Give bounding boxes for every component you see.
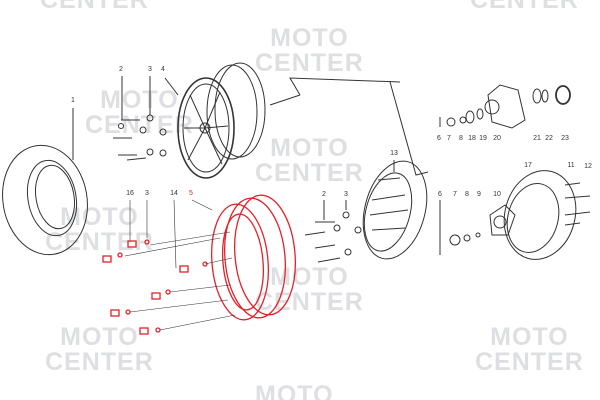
part-label: 2 [119,66,123,73]
part-label: 23 [561,135,569,142]
part-label: 12 [584,163,592,170]
part-label: 22 [545,135,553,142]
part-label: 2 [322,191,326,198]
hub [439,84,571,129]
part-label: 17 [524,162,532,169]
part-label: 14 [170,190,178,197]
rim-fasteners [102,239,208,335]
watermark: MOTO [255,381,334,400]
watermark: CENTER [40,0,149,14]
part-label: 10 [493,191,501,198]
brake-plate [439,170,591,260]
part-label: 9 [477,191,481,198]
wheel-rim [177,62,266,179]
bolts-upper [113,114,167,161]
part-label: 19 [479,135,487,142]
part-label: 18 [468,135,476,142]
part-label: 6 [437,135,441,142]
part-label: 7 [447,135,451,142]
part-label: 6 [438,191,442,198]
part-label: 7 [453,191,457,198]
part-label: 4 [161,66,165,73]
part-label: 13 [390,150,398,157]
part-label: 3 [344,191,348,198]
part-label: 20 [493,135,501,142]
part-label: 3 [148,66,152,73]
watermark: CENTER [470,0,579,14]
part-label: 1 [71,97,75,104]
part-label: 16 [126,190,134,197]
brake-drum [362,160,428,260]
part-label: 8 [465,191,469,198]
part-label: 3 [145,190,149,197]
part-label: 8 [459,135,463,142]
highlighted-rim [102,194,296,335]
tire [2,144,88,256]
bolts-middle [304,211,362,263]
part-label: 11 [567,162,575,169]
part-label: 5 [189,190,193,197]
part-label: 21 [533,135,541,142]
